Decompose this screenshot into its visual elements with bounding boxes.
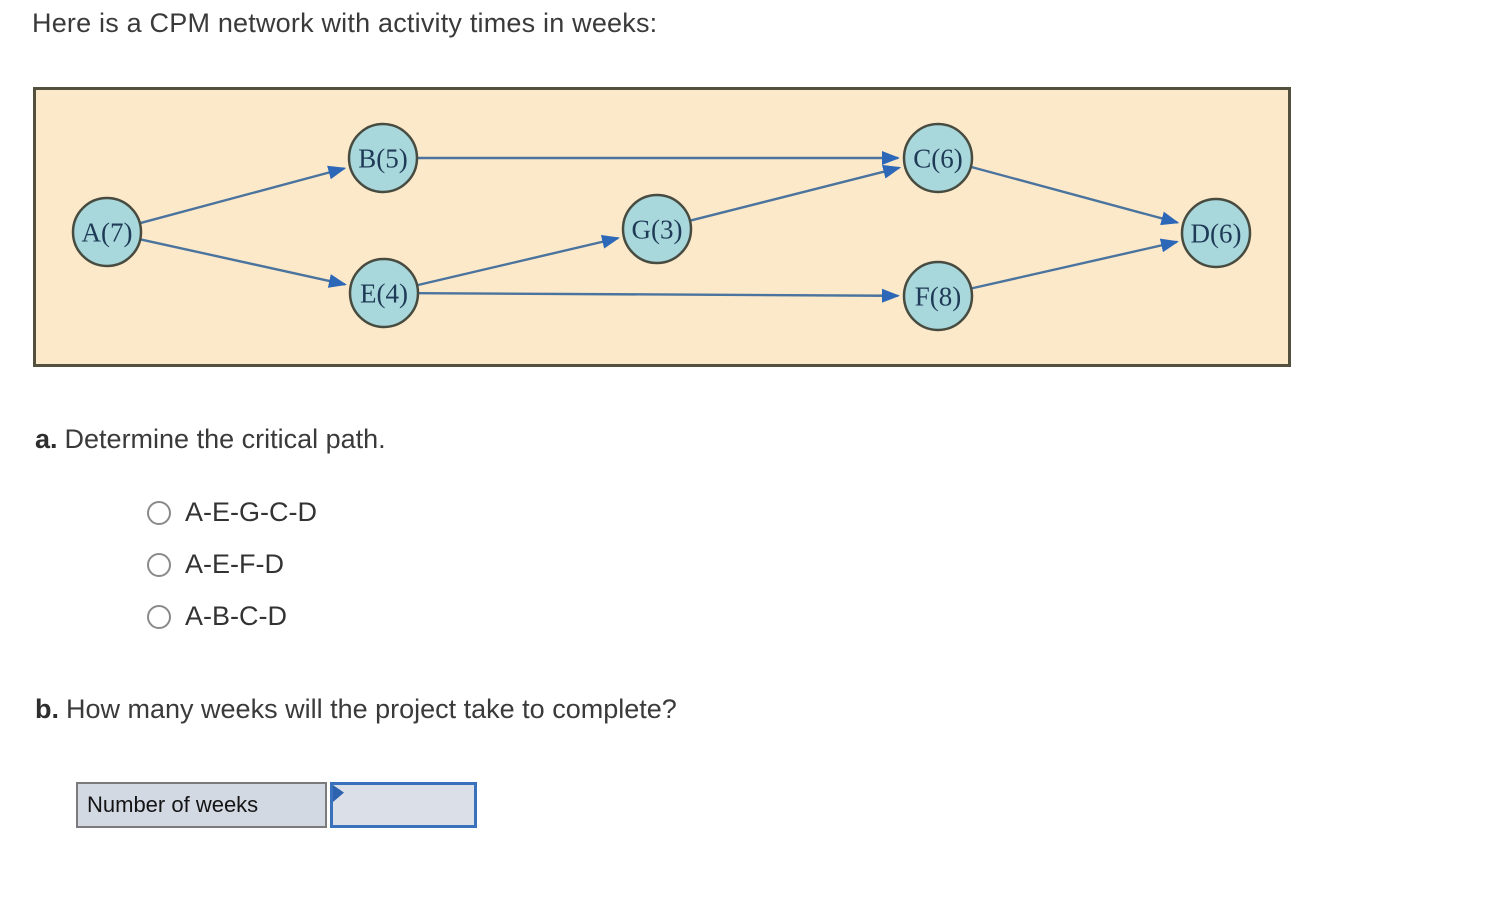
question-b-text: How many weeks will the project take to … [66, 694, 677, 724]
activity-node-C: C(6) [902, 122, 974, 194]
answer-input-cell[interactable] [330, 782, 477, 828]
number-of-weeks-input[interactable] [333, 785, 474, 825]
svg-text:D(6): D(6) [1191, 218, 1242, 248]
edge-A-B [140, 165, 347, 225]
svg-text:E(4): E(4) [360, 278, 408, 308]
question-b: b.How many weeks will the project take t… [35, 694, 677, 725]
activity-node-G: G(3) [621, 193, 693, 265]
activity-node-B: B(5) [347, 122, 419, 194]
cpm-network-panel: A(7) B(5) E(4) G(3) C(6) F(8) D(6) [33, 87, 1291, 367]
answer-label-cell: Number of weeks [76, 782, 327, 828]
radio-option-2-label[interactable]: A-E-F-D [185, 549, 284, 579]
question-a-text: Determine the critical path. [64, 424, 386, 454]
edge-A-E [140, 238, 347, 288]
cpm-network-diagram: A(7) B(5) E(4) G(3) C(6) F(8) D(6) [71, 122, 1252, 332]
activity-node-A: A(7) [71, 196, 143, 268]
svg-text:B(5): B(5) [358, 143, 408, 173]
activity-node-F: F(8) [902, 260, 974, 332]
svg-text:C(6): C(6) [913, 143, 963, 173]
activity-node-E: E(4) [348, 257, 420, 329]
svg-text:G(3): G(3) [632, 214, 683, 244]
edge-F-D [971, 238, 1179, 290]
activity-node-D: D(6) [1180, 197, 1252, 269]
edge-G-C [690, 164, 902, 222]
radio-option-3-label[interactable]: A-B-C-D [185, 601, 287, 631]
radio-option-2[interactable]: A-E-F-D [147, 549, 317, 579]
radio-button-icon[interactable] [147, 604, 171, 629]
question-a: a.Determine the critical path. [35, 424, 386, 455]
radio-option-1[interactable]: A-E-G-C-D [147, 497, 317, 527]
radio-button-icon[interactable] [147, 500, 171, 525]
svg-text:A(7): A(7) [82, 217, 133, 247]
question-intro-text: Here is a CPM network with activity time… [32, 8, 658, 38]
edge-E-G [417, 234, 621, 287]
question-b-letter: b. [35, 694, 59, 724]
edge-E-F [418, 288, 901, 303]
radio-button-icon[interactable] [147, 552, 171, 577]
answer-row: Number of weeks [76, 782, 477, 828]
question-a-options: A-E-G-C-D A-E-F-D A-B-C-D [147, 497, 317, 655]
question-a-letter: a. [35, 424, 58, 454]
radio-option-1-label[interactable]: A-E-G-C-D [185, 497, 317, 527]
radio-option-3[interactable]: A-B-C-D [147, 601, 317, 631]
svg-text:F(8): F(8) [915, 281, 962, 311]
edge-C-D [971, 165, 1180, 226]
